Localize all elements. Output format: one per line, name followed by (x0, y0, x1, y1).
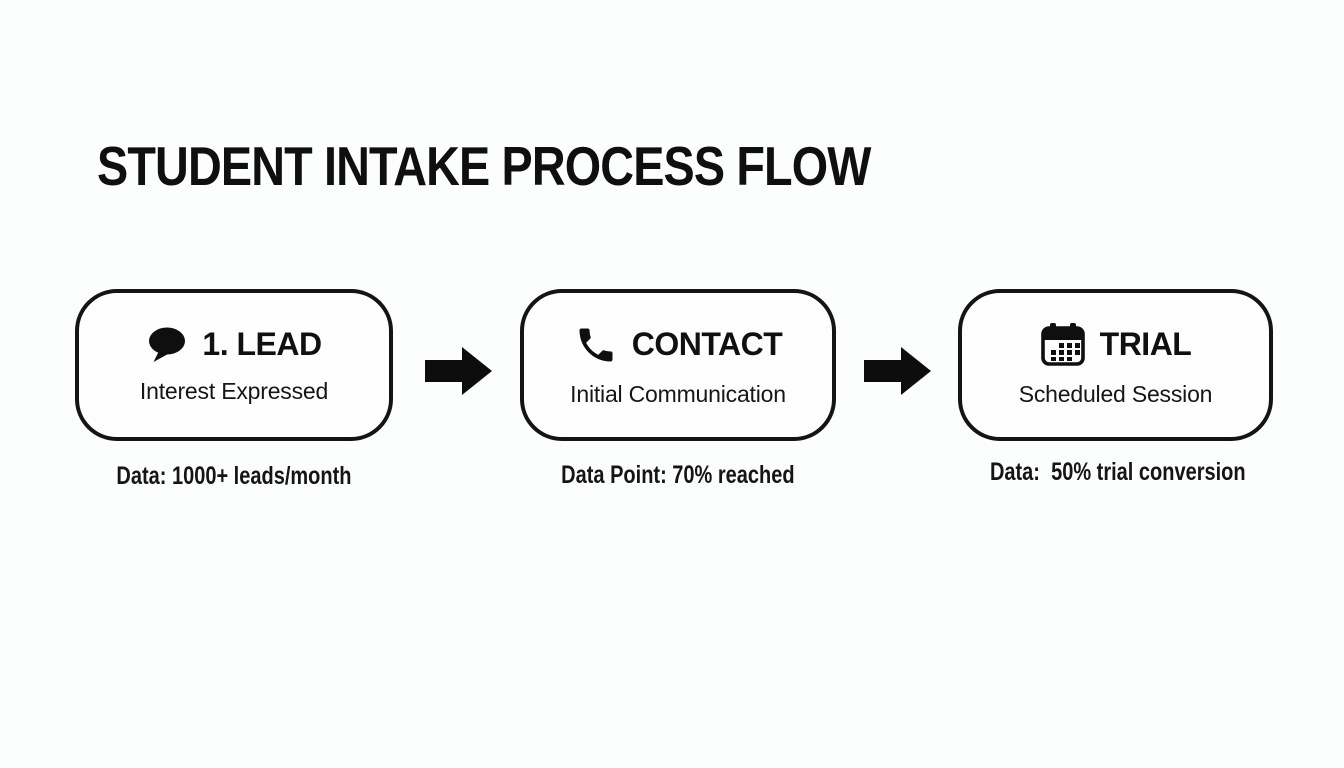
step-contact-data: Data Point: 70% reached (561, 461, 795, 489)
phone-icon (574, 323, 618, 367)
step-lead-subtitle: Interest Expressed (139, 377, 329, 404)
step-box-contact: CONTACT Initial Communication (520, 289, 836, 441)
step-lead-data: Data: 1000+ leads/month (116, 462, 352, 490)
step-trial-data: Data: 50% trial conversion (989, 458, 1246, 486)
step-lead-header: 1. LEAD (146, 326, 322, 364)
calendar-icon (1040, 322, 1086, 367)
speech-bubble-icon (146, 326, 188, 364)
step-contact-header: CONTACT (574, 323, 783, 367)
step-contact-subtitle: Initial Communication (570, 380, 786, 407)
page-title: STUDENT INTAKE PROCESS FLOW (97, 135, 871, 197)
step-trial-label: TRIAL (1099, 326, 1192, 362)
step-box-lead: 1. LEAD Interest Expressed (75, 289, 393, 441)
arrow-right-icon (425, 346, 493, 396)
arrow-right-icon (864, 346, 932, 396)
step-trial-subtitle: Scheduled Session (1018, 380, 1213, 407)
step-contact-label: CONTACT (631, 326, 783, 362)
step-box-trial: TRIAL Scheduled Session (958, 289, 1273, 441)
step-lead-label: 1. LEAD (202, 326, 322, 362)
step-trial-header: TRIAL (1040, 322, 1192, 367)
